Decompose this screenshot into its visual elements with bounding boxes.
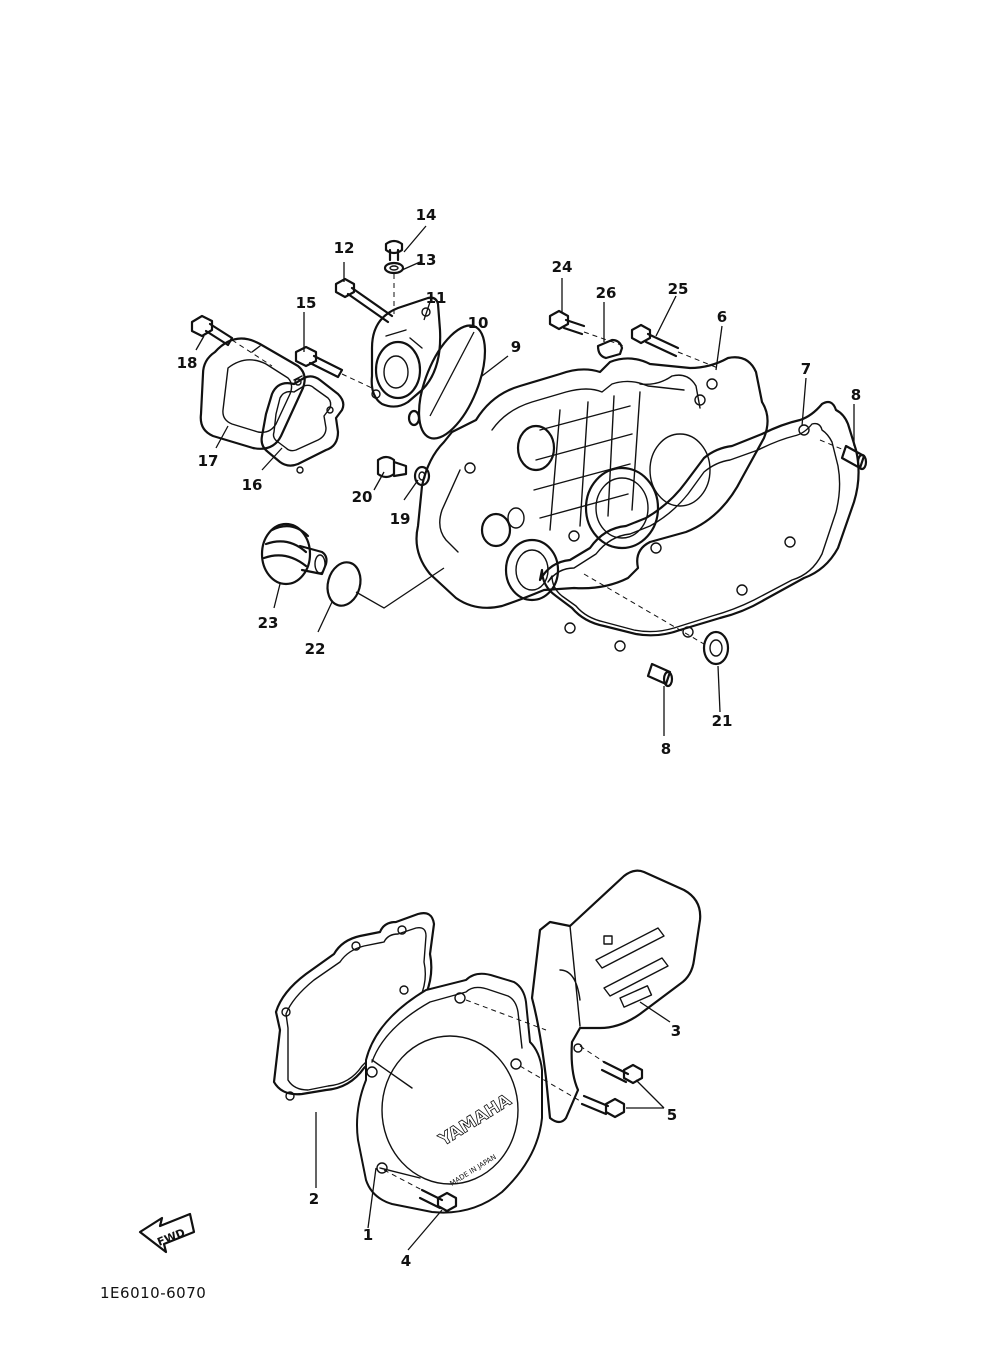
callout-3: 3: [671, 1022, 681, 1040]
part-12-bolt: [334, 277, 394, 324]
callout-11: 11: [426, 289, 447, 307]
part-15-bolt: [294, 345, 344, 379]
callout-23: 23: [258, 614, 279, 632]
part-21-seal: [702, 630, 730, 666]
part-3-chain-cover: [530, 869, 702, 1124]
callout-1: 1: [363, 1226, 373, 1244]
fwd-arrow-icon: FWD: [138, 1212, 196, 1254]
callout-16: 16: [242, 476, 263, 494]
callout-2: 2: [309, 1190, 319, 1208]
callout-21: 21: [712, 712, 733, 730]
assembly-lines-lower: [383, 999, 605, 1191]
callout-24: 24: [552, 258, 573, 276]
callout-19: 19: [390, 510, 411, 528]
part-16-gasket: [260, 375, 345, 474]
part-25-bolt: [630, 323, 680, 358]
callout-numbers: 14 13 12 11 10 9 15 18 17 16 20 19 23 22…: [177, 206, 862, 1270]
callout-7: 7: [801, 360, 811, 378]
part-8-dowel-lower: [646, 662, 674, 688]
part-17-outer-cover: [199, 337, 306, 450]
callout-22: 22: [305, 640, 326, 658]
part-10-small-o-ring: [407, 409, 421, 427]
part-4-bolt: [418, 1188, 458, 1213]
part-9-o-ring: [417, 324, 487, 440]
callout-6: 6: [717, 308, 727, 326]
callout-20: 20: [352, 488, 373, 506]
callout-9: 9: [511, 338, 521, 356]
leader-lines-lower: [315, 1001, 671, 1251]
part-22-o-ring: [326, 561, 362, 607]
part-14-screw: [384, 239, 404, 262]
part-23-cap: [260, 522, 328, 586]
part-13-washer: [383, 261, 405, 275]
part-18-bolt: [190, 314, 234, 347]
callout-8-lower: 8: [661, 740, 671, 758]
reference-code: 1E6010-6070: [100, 1284, 207, 1302]
callout-12: 12: [334, 239, 355, 257]
part-5-bolts: [580, 1060, 644, 1119]
callout-18: 18: [177, 354, 198, 372]
leader-22-bracket: [355, 567, 445, 609]
part-26-clamp: [596, 338, 624, 360]
part-2-gasket: [272, 912, 436, 1101]
part-1-generator-cover: YAMAHA MADE IN JAPAN: [356, 972, 543, 1214]
leader-lines-upper: [195, 225, 855, 736]
callout-17: 17: [198, 452, 219, 470]
part-8-dowel-upper: [840, 444, 868, 471]
part-7-gasket: [538, 378, 860, 652]
callout-4: 4: [401, 1252, 411, 1270]
callout-26: 26: [596, 284, 617, 302]
callout-14: 14: [416, 206, 437, 224]
callout-5: 5: [667, 1106, 677, 1124]
callout-10: 10: [468, 314, 489, 332]
callout-25: 25: [668, 280, 689, 298]
part-24-bolt: [548, 309, 586, 336]
part-11-housing: [370, 296, 442, 408]
part-6-crankcase-cover: [415, 356, 769, 609]
callout-13: 13: [416, 251, 437, 269]
callout-8-upper: 8: [851, 386, 861, 404]
callout-15: 15: [296, 294, 317, 312]
